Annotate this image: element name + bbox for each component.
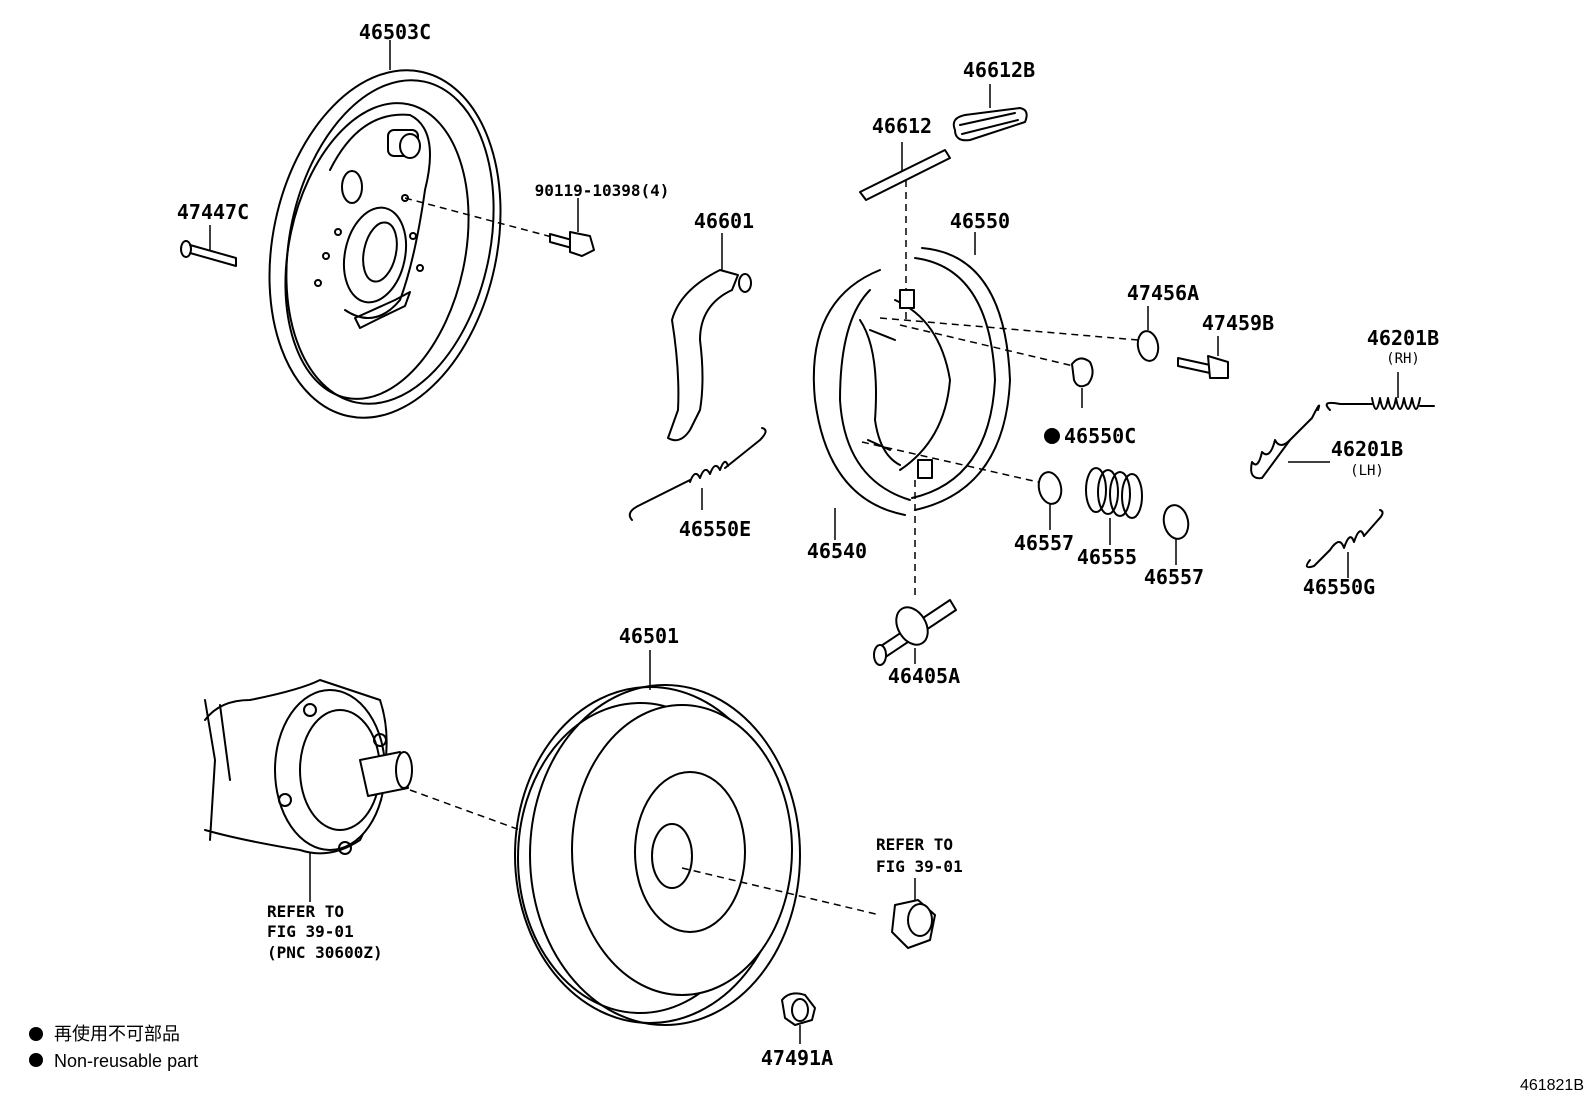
hub-assembly <box>204 679 413 902</box>
washer-47456a <box>1136 306 1160 362</box>
label-46612b: 46612B <box>963 58 1035 82</box>
label-46612: 46612 <box>872 114 932 138</box>
bolt-47459b <box>1177 336 1229 379</box>
hub-nut <box>891 878 936 949</box>
label-46601: 46601 <box>694 209 754 233</box>
cup-46557-a <box>1037 471 1063 530</box>
label-46540: 46540 <box>807 539 867 563</box>
label-rh: (RH) <box>1386 351 1420 367</box>
nut-ref-line-2: FIG 39-01 <box>876 857 963 876</box>
cup-46557-b <box>1162 504 1190 565</box>
label-46555: 46555 <box>1077 545 1137 569</box>
label-46550: 46550 <box>950 209 1010 233</box>
hub-ref-line-2: FIG 39-01 <box>267 922 354 941</box>
spring-46550e <box>628 427 767 521</box>
label-90119-10398: 90119-10398(4) <box>535 181 670 200</box>
nut-ref-line-1: REFER TO <box>876 835 953 854</box>
spring-46201b-lh <box>1250 404 1330 480</box>
figure-code: 461821B <box>1520 1077 1584 1094</box>
washer-46550c <box>1071 357 1094 408</box>
bolt-90119 <box>549 198 595 257</box>
legend-bullet-2 <box>29 1053 43 1067</box>
label-46501: 46501 <box>619 624 679 648</box>
adjuster-46405a <box>873 599 957 666</box>
brake-drum <box>514 650 801 1026</box>
non-reusable-marker <box>1044 428 1060 444</box>
label-46201b-lh: 46201B <box>1331 437 1403 461</box>
spring-46550g <box>1305 509 1384 578</box>
spring-46201b-rh <box>1325 372 1435 411</box>
plug-47491a <box>781 992 816 1044</box>
label-46550g: 46550G <box>1303 575 1375 599</box>
label-47447c: 47447C <box>177 200 249 224</box>
label-lh: (LH) <box>1350 463 1384 479</box>
strut-46612 <box>859 142 951 201</box>
legend-line-english: Non-reusable part <box>54 1051 198 1071</box>
label-46557-a: 46557 <box>1014 531 1074 555</box>
label-47459b: 47459B <box>1202 311 1274 335</box>
backing-plate <box>268 69 502 419</box>
label-46550c: 46550C <box>1064 424 1136 448</box>
label-46550e: 46550E <box>679 517 751 541</box>
label-47456a: 47456A <box>1127 281 1199 305</box>
hub-ref-line-1: REFER TO <box>267 902 344 921</box>
label-46503c: 46503C <box>359 20 431 44</box>
legend-bullet-1 <box>29 1027 43 1041</box>
label-46201b-rh: 46201B <box>1367 326 1439 350</box>
label-46557-b: 46557 <box>1144 565 1204 589</box>
legend-line-japanese: 再使用不可部品 <box>54 1024 180 1044</box>
label-46405a: 46405A <box>888 664 960 688</box>
bolt-47447c <box>180 225 237 267</box>
clip-46612b <box>952 84 1028 142</box>
spring-46555 <box>1085 467 1143 545</box>
brake-shoe <box>812 247 1011 516</box>
label-47491a: 47491A <box>761 1046 833 1070</box>
lever-46601 <box>667 233 752 442</box>
hub-ref-line-3: (PNC 30600Z) <box>267 943 383 962</box>
